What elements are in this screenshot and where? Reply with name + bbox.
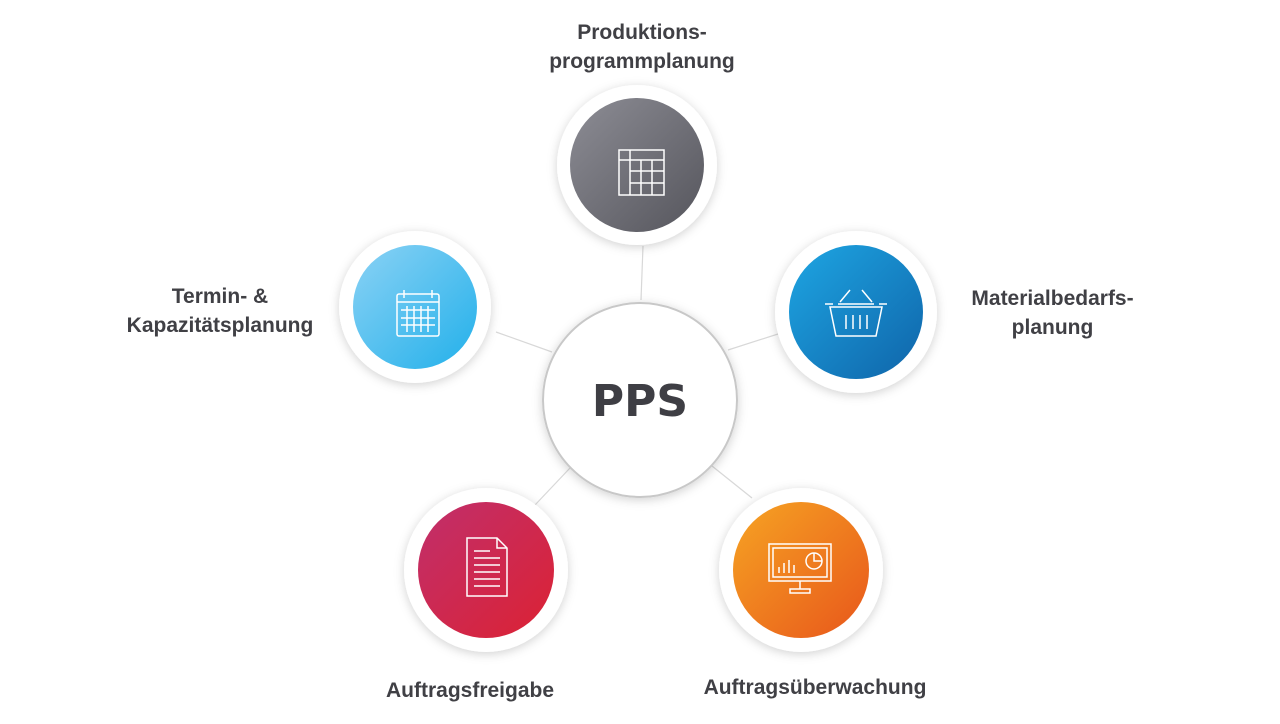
label-line: programmplanung xyxy=(549,50,735,73)
label-line: Auftragsfreigabe xyxy=(385,679,555,702)
label-line: Termin- & xyxy=(171,285,269,308)
document-icon xyxy=(466,537,508,597)
label-line: Produktions- xyxy=(577,21,707,44)
label-line: Kapazitätsplanung xyxy=(126,314,314,337)
monitor-chart-icon xyxy=(768,543,832,594)
label-line: Materialbedarfs- xyxy=(971,287,1134,310)
center-label: PPS xyxy=(592,376,688,427)
label-produktionsprogrammplanung: Produktions- programmplanung xyxy=(542,18,742,76)
node-produktionsprogrammplanung[interactable] xyxy=(557,85,717,245)
label-line: planung xyxy=(1011,316,1094,339)
connector-right xyxy=(727,333,779,351)
table-icon xyxy=(618,149,665,196)
label-materialbedarfsplanung: Materialbedarfs- planung xyxy=(955,284,1150,342)
label-line: Auftragsüberwachung xyxy=(703,676,927,699)
node-auftragsfreigabe[interactable] xyxy=(404,488,568,652)
center-node: PPS xyxy=(542,302,738,498)
label-auftragsfreigabe: Auftragsfreigabe xyxy=(370,676,570,705)
basket-icon xyxy=(825,289,887,337)
connector-bottom-left xyxy=(534,467,571,506)
node-termin-kapazitaetsplanung[interactable] xyxy=(339,231,491,383)
connector-bottom-right xyxy=(711,465,753,499)
calendar-icon xyxy=(396,290,440,337)
node-materialbedarfsplanung[interactable] xyxy=(775,231,937,393)
label-auftragsueberwachung: Auftragsüberwachung xyxy=(690,673,940,702)
node-auftragsueberwachung[interactable] xyxy=(719,488,883,652)
connector-left xyxy=(495,331,553,353)
connector-top xyxy=(640,245,644,301)
label-termin-kapazitaetsplanung: Termin- & Kapazitätsplanung xyxy=(115,282,325,340)
connector-lines xyxy=(495,245,779,506)
